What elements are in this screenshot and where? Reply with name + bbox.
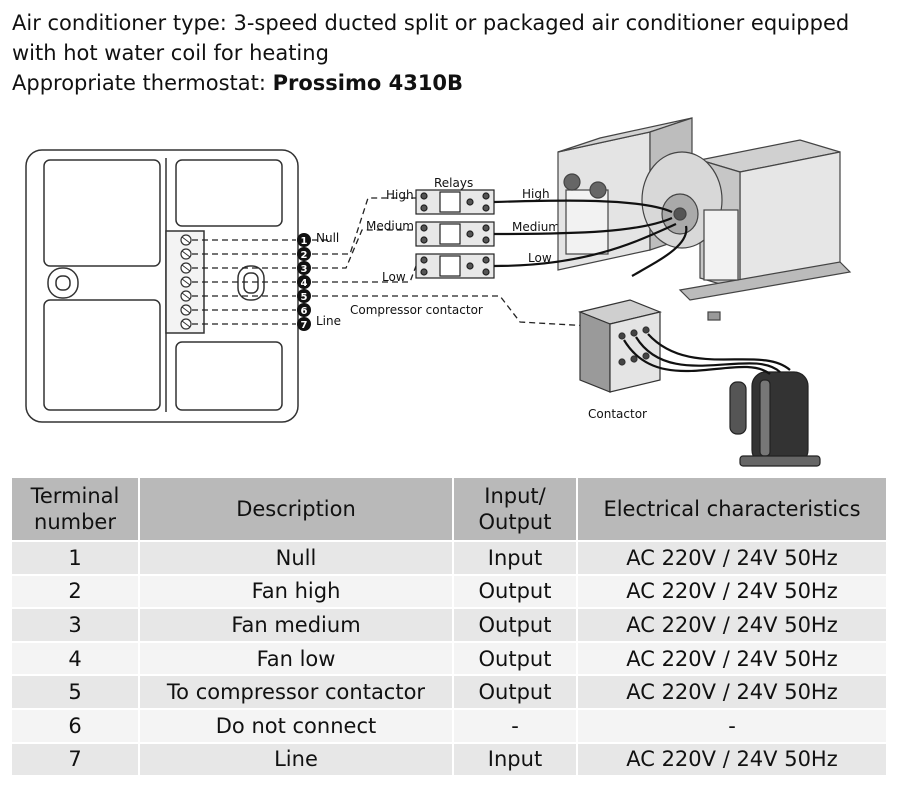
thermostat-model: Prossimo 4310B bbox=[272, 71, 464, 95]
table-header-row: Terminal number Description Input/ Outpu… bbox=[12, 478, 886, 540]
cell-terminal: 7 bbox=[12, 741, 138, 776]
unit-label-medium: Medium bbox=[512, 220, 560, 234]
cell-io: Output bbox=[452, 674, 576, 708]
cell-description: Fan medium bbox=[138, 607, 452, 641]
compressor-wiring bbox=[623, 333, 791, 375]
cell-terminal: 5 bbox=[12, 674, 138, 708]
thermostat-backplate bbox=[25, 149, 299, 423]
cell-io: Input bbox=[452, 540, 576, 574]
thermostat-line: Appropriate thermostat: Prossimo 4310B bbox=[12, 68, 892, 98]
unit-wiring bbox=[493, 199, 688, 277]
ac-type-line-1: Air conditioner type: 3-speed ducted spl… bbox=[12, 11, 850, 35]
wire-label-high: High bbox=[386, 188, 414, 202]
cell-description: Fan high bbox=[138, 573, 452, 608]
dashed-wire-run bbox=[312, 197, 416, 255]
dashed-wire-run bbox=[312, 265, 417, 283]
table-row: 5 To compressor contactor Output AC 220V… bbox=[12, 674, 886, 708]
cell-electrical: AC 220V / 24V 50Hz bbox=[576, 607, 886, 641]
table-row: 1 Null Input AC 220V / 24V 50Hz bbox=[12, 540, 886, 574]
table-row: 7 Line Input AC 220V / 24V 50Hz bbox=[12, 741, 886, 776]
cell-terminal: 4 bbox=[12, 640, 138, 675]
compressor-illustration bbox=[729, 371, 821, 467]
cell-description: Do not connect bbox=[138, 707, 452, 742]
terminal-badge-number: 3 bbox=[301, 264, 308, 275]
terminal-number-badges: 1 2 3 4 5 6 7 bbox=[297, 233, 311, 331]
cell-io: Output bbox=[452, 573, 576, 608]
cell-description: Line bbox=[138, 741, 452, 776]
header-terminal-number: Terminal number bbox=[12, 478, 138, 540]
wire-label-low: Low bbox=[382, 270, 406, 284]
wire-label-medium: Medium bbox=[366, 219, 414, 233]
cell-terminal: 1 bbox=[12, 540, 138, 574]
terminal-badge bbox=[297, 317, 311, 331]
terminal-badge-number: 5 bbox=[301, 292, 308, 303]
dashed-wire-run bbox=[312, 295, 591, 327]
table-row: 2 Fan high Output AC 220V / 24V 50Hz bbox=[12, 573, 886, 608]
cell-description: To compressor contactor bbox=[138, 674, 452, 708]
terminal-badge bbox=[297, 233, 311, 247]
cell-io: Output bbox=[452, 607, 576, 641]
cell-electrical: AC 220V / 24V 50Hz bbox=[576, 640, 886, 675]
cell-electrical: - bbox=[576, 707, 886, 742]
cell-electrical: AC 220V / 24V 50Hz bbox=[576, 540, 886, 574]
cell-electrical: AC 220V / 24V 50Hz bbox=[576, 674, 886, 708]
thermostat-prefix: Appropriate thermostat: bbox=[12, 71, 273, 95]
terminal-badge-number: 2 bbox=[301, 250, 308, 261]
table-row: 3 Fan medium Output AC 220V / 24V 50Hz bbox=[12, 607, 886, 641]
terminal-badge-number: 4 bbox=[301, 278, 308, 289]
terminal-badge bbox=[297, 303, 311, 317]
terminal-badge-number: 1 bbox=[301, 236, 308, 247]
table-row: 6 Do not connect - - bbox=[12, 707, 886, 742]
cell-terminal: 6 bbox=[12, 707, 138, 742]
cell-io: Output bbox=[452, 640, 576, 675]
relays-label: Relays bbox=[434, 176, 473, 190]
relay-high bbox=[415, 189, 495, 215]
ac-type-line-2: with hot water coil for heating bbox=[12, 41, 329, 65]
terminal-block bbox=[180, 234, 192, 330]
cell-electrical: AC 220V / 24V 50Hz bbox=[576, 741, 886, 776]
terminal-badge bbox=[297, 289, 311, 303]
cell-description: Null bbox=[138, 540, 452, 574]
relay-medium bbox=[415, 221, 495, 247]
cell-terminal: 3 bbox=[12, 607, 138, 641]
relay-low bbox=[415, 253, 495, 279]
table-row: 4 Fan low Output AC 220V / 24V 50Hz bbox=[12, 640, 886, 675]
terminal-badge bbox=[297, 247, 311, 261]
cell-terminal: 2 bbox=[12, 573, 138, 608]
terminal-table: Terminal number Description Input/ Outpu… bbox=[12, 478, 886, 776]
contactor-label: Contactor bbox=[588, 407, 647, 421]
terminal-badge bbox=[297, 261, 311, 275]
terminal-badge bbox=[297, 275, 311, 289]
wiring-diagram: 1 2 3 4 5 6 7 Null Line High Medium Low Relays… bbox=[25, 117, 852, 467]
header-electrical-characteristics: Electrical characteristics bbox=[576, 478, 886, 540]
terminal-badge-number: 6 bbox=[301, 306, 308, 317]
air-conditioner-unit-illustration bbox=[557, 117, 852, 321]
intro-text: Air conditioner type: 3-speed ducted spl… bbox=[12, 8, 892, 98]
terminal-label-null: Null bbox=[316, 231, 339, 245]
contactor-illustration bbox=[578, 299, 662, 393]
header-description: Description bbox=[138, 478, 452, 540]
cell-description: Fan low bbox=[138, 640, 452, 675]
cell-io: - bbox=[452, 707, 576, 742]
cell-electrical: AC 220V / 24V 50Hz bbox=[576, 573, 886, 608]
compressor-contactor-label: Compressor contactor bbox=[350, 303, 483, 317]
dashed-wiring bbox=[192, 197, 591, 327]
cell-io: Input bbox=[452, 741, 576, 776]
unit-label-low: Low bbox=[528, 251, 552, 265]
terminal-label-line: Line bbox=[316, 314, 341, 328]
unit-label-high: High bbox=[522, 187, 550, 201]
terminal-badge-number: 7 bbox=[301, 320, 308, 331]
dashed-wire-run bbox=[312, 229, 416, 269]
header-input-output: Input/ Output bbox=[452, 478, 576, 540]
